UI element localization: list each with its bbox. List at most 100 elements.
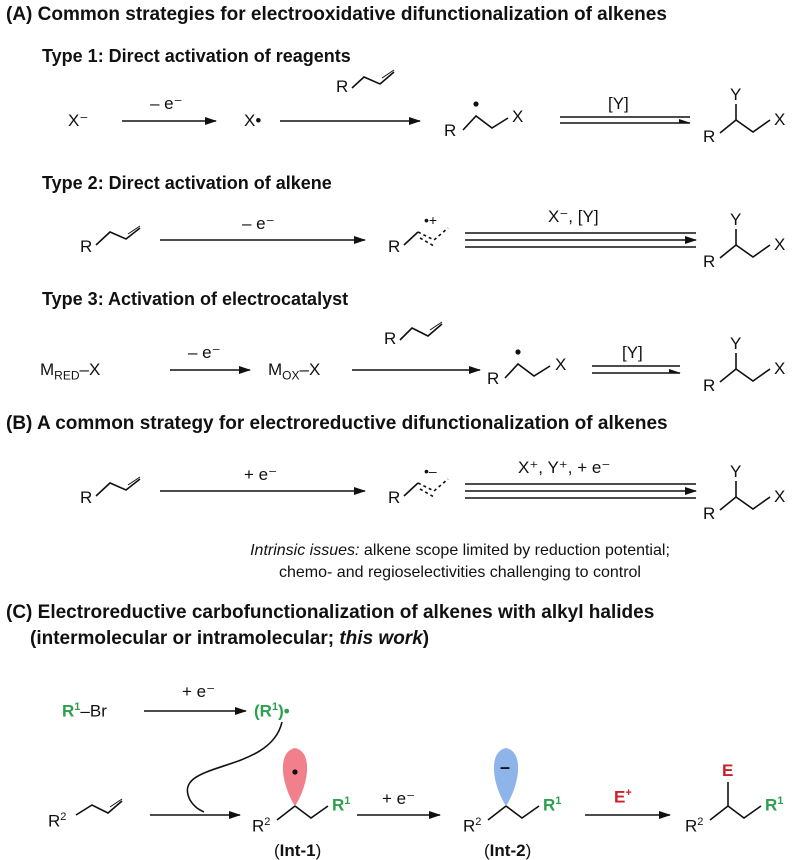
t1-radical: X•	[244, 111, 262, 130]
b-alkene	[95, 478, 141, 497]
t1-alkene-r: R	[336, 77, 349, 96]
t3-prod-r: R	[487, 369, 500, 388]
int1-label-text: Int-1	[279, 841, 316, 860]
type3-title: Type 3: Activation of electrocatalyst	[42, 289, 349, 309]
c-alkene-r: R2	[48, 812, 66, 830]
int2-r1-letter: R	[543, 795, 556, 815]
t2-final-x: X	[774, 235, 786, 254]
t3-radical-chain	[504, 362, 551, 379]
b-anion-charge: •–	[424, 463, 437, 479]
t1-final-y: Y	[730, 85, 742, 104]
b-anion-r: R	[388, 488, 401, 507]
int2-r2-letter: R	[463, 816, 476, 836]
t3-prod-x: X	[555, 355, 567, 374]
int2-r2-sup: 2	[475, 816, 482, 828]
b-anion-chain	[403, 482, 419, 497]
c-alkene-r-letter: R	[48, 811, 61, 831]
t1-radical-dot	[473, 101, 479, 107]
int2-charge: –	[500, 757, 511, 777]
c-radical: (R1)•	[254, 702, 290, 720]
b-final-y: Y	[730, 462, 742, 481]
t2-final-y: Y	[730, 210, 742, 229]
int1-red-lobe	[282, 748, 308, 806]
issues-line2: chemo- and regioselectivities challengin…	[279, 564, 641, 581]
b-start-r: R	[80, 488, 93, 507]
t1-arrow3-label: [Y]	[608, 94, 629, 113]
t2-alkene	[95, 227, 141, 246]
c-halide: R1–Br	[62, 702, 107, 720]
section-a-title: (A) Common strategies for electrooxidati…	[6, 4, 667, 25]
c-halide-sup: 1	[74, 701, 81, 713]
b-arrow1-label: + e⁻	[244, 465, 278, 484]
int2-label: (Int-2)	[484, 842, 531, 859]
t1-start: X⁻	[68, 111, 89, 130]
c-radical-open: (R	[254, 701, 272, 721]
t3-m-ox-sub: OX	[282, 368, 300, 383]
b-arrow2-label: X⁺, Y⁺, + e⁻	[518, 458, 611, 477]
section-c-title-line1: (C) Electroreductive carbofunctionalizat…	[6, 602, 655, 623]
int1-label: (Int-1)	[274, 842, 321, 859]
c-arrow-last-e: E	[614, 787, 626, 807]
t2-cation-r: R	[388, 237, 401, 256]
b-final-chain	[719, 495, 771, 511]
c-arrow-top-label: + e⁻	[182, 682, 216, 701]
t2-start-r: R	[80, 237, 93, 256]
int2-label-text: Int-2	[489, 841, 526, 860]
int1-r2: R2	[252, 817, 270, 835]
c-halide-r: R	[62, 701, 75, 721]
c-final-r1-letter: R	[765, 795, 778, 815]
c-radical-sup: 1	[271, 701, 279, 713]
c-arrow-last-label: E+	[614, 788, 632, 806]
t2-cation-charge: •+	[424, 212, 438, 228]
int2-r2: R2	[463, 817, 481, 835]
c-arrow-last-sup: +	[625, 787, 632, 799]
t1-alkene	[351, 71, 395, 89]
type1-title: Type 1: Direct activation of reagents	[42, 46, 351, 66]
t3-m-red: MRED–X	[40, 361, 100, 381]
t1-prod-r: R	[444, 121, 457, 140]
this-work-emphasis: this work	[339, 628, 423, 649]
t1-radical-chain	[462, 114, 509, 131]
t3-arrow1-label: – e⁻	[188, 343, 221, 362]
t2-final-chain	[719, 243, 771, 259]
int2-r1: R1	[543, 796, 561, 814]
int2-chain	[487, 804, 540, 821]
t3-radical-dot	[515, 349, 521, 355]
t2-cation-chain	[403, 231, 419, 246]
t3-m-ox-x: –X	[299, 360, 321, 379]
c-arrow-mid-label: + e⁻	[382, 789, 416, 808]
c-final-e: E	[722, 761, 734, 780]
t3-alkene	[399, 323, 443, 341]
t1-arrow1-label: – e⁻	[150, 94, 183, 113]
t1-prod-x: X	[512, 107, 524, 126]
c-final-r2: R2	[685, 817, 703, 835]
section-b-title: (B) A common strategy for electroreducti…	[6, 413, 668, 434]
c-halide-br: –Br	[80, 701, 107, 721]
int1-r1-letter: R	[332, 795, 345, 815]
t1-final-r: R	[703, 127, 716, 146]
c-final-r2-sup: 2	[697, 816, 704, 828]
t3-final-y: Y	[730, 334, 742, 353]
title-line2-pre: (intermolecular or intramolecular;	[30, 628, 340, 649]
t1-final-x: X	[774, 110, 786, 129]
t3-arrow3-label: [Y]	[622, 343, 643, 362]
t2-arrow2-label: X⁻, [Y]	[548, 207, 599, 226]
int2-label-close: )	[525, 841, 532, 860]
int1-chain	[276, 804, 329, 821]
int1-r1-sup: 1	[344, 795, 351, 807]
c-final-r1: R1	[765, 796, 783, 814]
c-alkene	[75, 800, 123, 816]
c-final-r2-letter: R	[685, 816, 698, 836]
title-line2-post: )	[422, 628, 430, 649]
t3-final-x: X	[774, 359, 786, 378]
int1-r2-sup: 2	[264, 816, 271, 828]
b-final-r: R	[703, 504, 716, 523]
c-final-r1-sup: 1	[777, 795, 784, 807]
int2-blue-lobe	[493, 748, 519, 806]
issues-line1: Intrinsic issues: alkene scope limited b…	[210, 542, 710, 560]
t2-arrow1-label: – e⁻	[242, 214, 275, 233]
c-alkene-r-sup: 2	[60, 811, 67, 823]
issues-text1: alkene scope limited by reduction potent…	[363, 542, 670, 559]
section-c-title-line2: (intermolecular or intramolecular; this …	[30, 628, 429, 650]
